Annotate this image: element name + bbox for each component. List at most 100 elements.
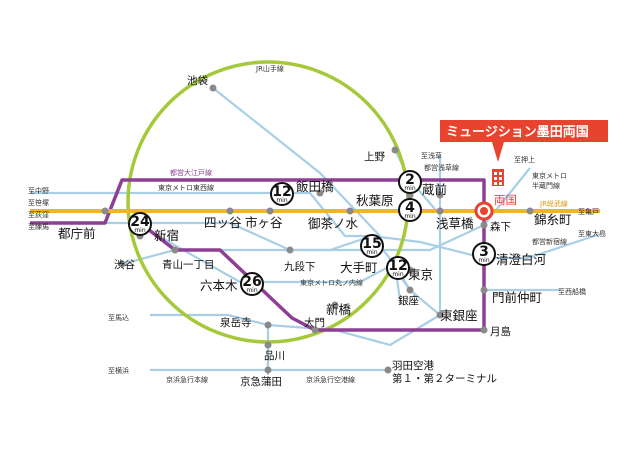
station-dot-kamata [264, 366, 272, 374]
sobu-line-label: JR総武線 [539, 199, 568, 208]
callout-title: ミュージション墨田両国 [446, 125, 589, 140]
station-dot-kudanshita [286, 246, 294, 254]
marunouchi-line-label: 東京メトロ丸ノ内線 [300, 278, 363, 287]
time-badge-circle [398, 198, 422, 222]
callout-pointer [492, 142, 504, 162]
terminal-nakano: 至中野 [28, 186, 49, 195]
terminal-kameido: 至亀戸 [578, 207, 599, 216]
station-label-otemachi: 大手町 [340, 260, 378, 275]
station-label-kamata: 京急蒲田 [240, 375, 282, 388]
station-label-iidabashi: 飯田橋 [296, 179, 334, 194]
marunouchi-north-line [212, 87, 381, 237]
yamanote-line-label: JR山手線 [255, 64, 284, 73]
terminal-ogikubo: 至荻窪 [28, 210, 49, 219]
property-callout: ミュージション墨田両国 [440, 120, 608, 162]
time-badge-unit: min [366, 249, 378, 256]
station-label-ichigaya: 市ヶ谷 [245, 215, 283, 230]
time-badge-unit: min [276, 197, 288, 204]
time-badge-circle [386, 256, 410, 280]
terminal-asakusa: 至浅草 [421, 151, 442, 160]
tozai-line-label: 東京メトロ東西線 [158, 183, 214, 192]
station-label-ueno: 上野 [364, 151, 385, 163]
time-badge-circle [270, 182, 294, 206]
station-dot-asakusabashi [436, 207, 444, 215]
station-dot-haneda [384, 366, 392, 374]
terminal-yokohama: 至横浜 [108, 366, 129, 375]
station-dot-sengakuji [264, 321, 272, 329]
station-dot-shinagawa [264, 341, 272, 349]
time-badge-minutes: 26 [242, 274, 261, 290]
terminal-oshiage: 至押上 [514, 155, 535, 164]
station-dot-ochanomizu [346, 207, 354, 215]
station-label-morishita: 森下 [490, 220, 511, 233]
station-label-kinshicho: 錦糸町 [534, 212, 572, 227]
time-badge-circle [398, 170, 422, 194]
station-label-roppongi: 六本木 [200, 278, 238, 293]
terminal-umakome: 至馬込 [108, 313, 129, 322]
station-label-shinagawa: 品川 [264, 350, 285, 362]
station-dot-ginza [406, 286, 414, 294]
station-label-shinjuku: 新宿 [154, 228, 179, 243]
time-badge-unit: min [404, 185, 416, 192]
time-badge-circle [360, 234, 384, 258]
station-label-tochomae: 都庁前 [58, 226, 96, 241]
asakusa-line-label: 都営浅草線 [424, 163, 459, 172]
station-label-ochanomizu: 御茶ノ水 [308, 216, 359, 231]
station-label-tsukishima: 月島 [490, 325, 511, 338]
keikyu-airport-line-label: 京浜急行空港線 [306, 375, 355, 384]
hanzomon-line-label-1: 東京メトロ [532, 171, 567, 180]
terminal-higashiojima: 至東大島 [578, 229, 606, 238]
station-label-aoyama: 青山一丁目 [162, 258, 215, 271]
time-badge-minutes: 24 [130, 214, 150, 230]
station-dot-ikebukuro [209, 84, 217, 92]
station-dot-yotsuya [226, 207, 234, 215]
station-dot-tochomae [101, 207, 109, 215]
station-label-haneda: 羽田空港 [392, 359, 434, 372]
station-dot-ueno [391, 146, 399, 154]
station-label-shimbashi: 新橋 [326, 302, 352, 317]
time-badge-unit: min [134, 227, 146, 234]
station-dot-tsukishima [480, 326, 488, 334]
shinjuku-line [30, 221, 601, 260]
station-label-kiyosumi: 清澄白河 [496, 252, 547, 267]
hanzomon-line-label: 半蔵門線 [532, 181, 560, 190]
station-dot-shibuya [118, 260, 126, 268]
umakome-line [150, 313, 269, 327]
station-dot-ichigaya [266, 207, 274, 215]
station-label-kudanshita: 九段下 [284, 260, 316, 273]
station-label-tokyo: 東京 [408, 267, 433, 282]
time-badge-unit: min [478, 257, 490, 264]
station-label-monzennakacho: 門前仲町 [492, 290, 542, 305]
time-badge-minutes: 12 [272, 184, 291, 200]
time-badge-circle [240, 272, 264, 296]
keikyu-main-line-label: 京浜急行本線 [166, 375, 208, 384]
station-label-kuramae: 蔵前 [422, 182, 447, 197]
station-dot-kuramae [436, 191, 444, 199]
station-dot-monzennakacho [480, 286, 488, 294]
time-badge-minutes: 2 [405, 172, 415, 188]
time-badge-minutes: 12 [388, 258, 407, 274]
station-dot-shimbashi [331, 301, 339, 309]
time-badge-unit: min [246, 287, 258, 294]
destination-dot [480, 207, 488, 215]
station-label-higashiginza: 東銀座 [440, 308, 478, 323]
time-badge-unit: min [392, 271, 404, 278]
station-dot-aoyama [171, 246, 179, 254]
station-dot-kinshicho [526, 207, 534, 215]
shinjuku-line-label: 都営新宿線 [532, 237, 567, 246]
building-icon [492, 169, 504, 186]
destination-label: 両国 [494, 193, 517, 207]
time-badge-minutes: 4 [405, 200, 415, 216]
station-label-akihabara: 秋葉原 [356, 193, 394, 208]
destination-marker: 両国 [474, 169, 517, 221]
terminal-sasazuka: 至笹塚 [28, 198, 49, 207]
station-label-ginza: 銀座 [398, 294, 419, 307]
